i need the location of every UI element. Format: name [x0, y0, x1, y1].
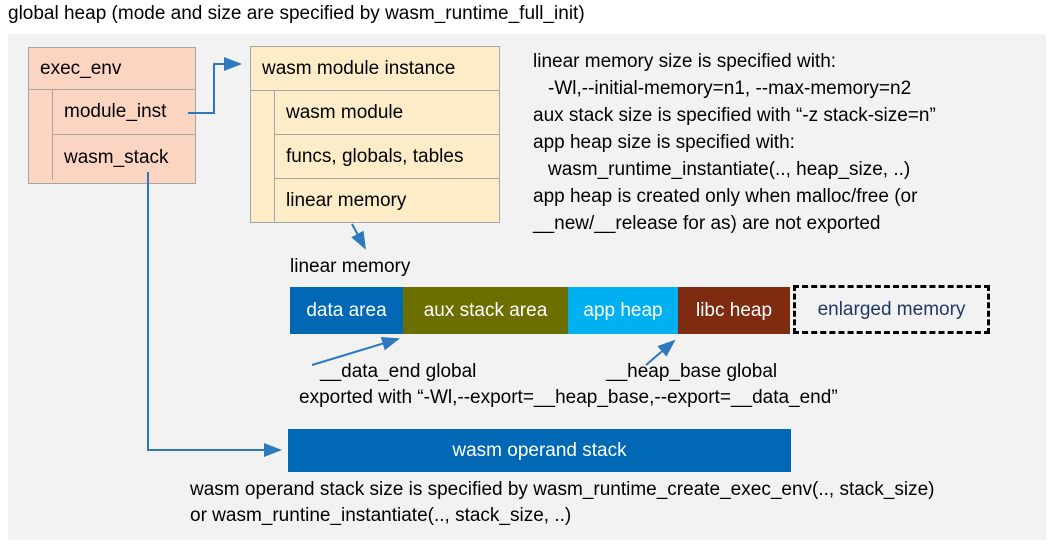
footer-line: or wasm_runtine_instantiate(.., stack_si…: [190, 505, 572, 526]
data-end-global-label: __data_end global: [320, 361, 477, 382]
segment-app-heap: app heap: [568, 287, 678, 334]
module-instance-body: wasm module funcs, globals, tables linea…: [274, 91, 499, 223]
linear-memory-label: linear memory: [290, 256, 411, 277]
info-line: app heap size is specified with:: [533, 132, 795, 153]
footer-line: wasm operand stack size is specified by …: [190, 479, 935, 500]
exec-env-box: exec_env module_inst wasm_stack: [28, 47, 196, 184]
module-instance-row-linear-memory: linear memory: [286, 190, 407, 211]
segment-enlarged-memory: enlarged memory: [793, 285, 990, 334]
exec-env-row-module-inst: module_inst: [53, 90, 195, 135]
module-instance-box: wasm module instance wasm module funcs, …: [250, 46, 500, 223]
exec-env-header: exec_env: [29, 48, 195, 90]
footer-text-block: wasm operand stack size is specified by …: [190, 477, 935, 529]
info-text-block: linear memory size is specified with: -W…: [533, 48, 1049, 237]
info-line: wasm_runtime_instantiate(.., heap_size, …: [548, 159, 911, 180]
segment-aux-stack-area: aux stack area: [403, 287, 568, 334]
segment-libc-heap: libc heap: [678, 287, 790, 334]
info-line: -Wl,--initial-memory=n1, --max-memory=n2: [548, 78, 912, 99]
exec-env-row-wasm-stack: wasm_stack: [64, 146, 169, 168]
module-instance-row-wasm-module: wasm module: [275, 91, 499, 135]
exec-env-body: module_inst wasm_stack: [52, 90, 195, 180]
info-line: __new/__release for as) are not exported: [533, 213, 881, 234]
exported-with-label: exported with “-Wl,--export=__heap_base,…: [299, 387, 838, 408]
info-line: aux stack size is specified with “-z sta…: [533, 105, 936, 126]
heap-base-global-label: __heap_base global: [606, 361, 778, 382]
page-title: global heap (mode and size are specified…: [8, 3, 585, 24]
module-instance-header: wasm module instance: [251, 47, 499, 91]
module-instance-row-funcs-globals-tables: funcs, globals, tables: [275, 135, 499, 179]
info-line: linear memory size is specified with:: [533, 51, 837, 72]
segment-data-area: data area: [290, 287, 403, 334]
info-line: app heap is created only when malloc/fre…: [533, 186, 918, 207]
wasm-operand-stack-bar: wasm operand stack: [288, 429, 791, 472]
